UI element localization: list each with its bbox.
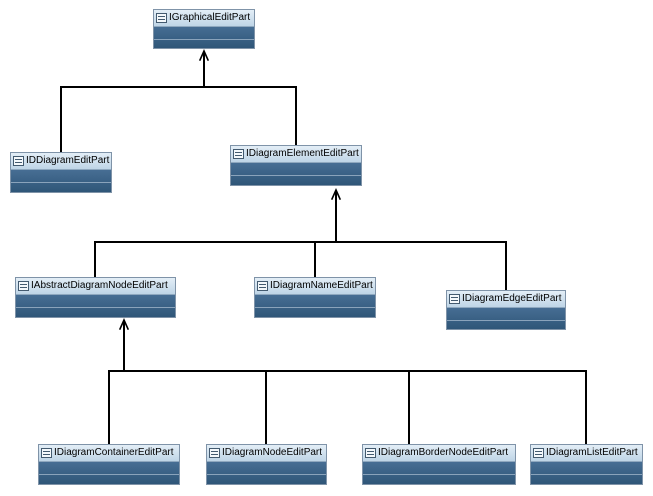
class-node-idiagramedgeeditpart[interactable]: IDiagramEdgeEditPart <box>446 290 566 330</box>
interface-icon <box>41 448 52 458</box>
class-node-igraphicaleditpart[interactable]: IGraphicalEditPart <box>153 9 255 49</box>
arrowhead-graphical <box>198 49 210 62</box>
compartment-divider <box>11 182 111 183</box>
class-node-idiagramelementeditpart[interactable]: IDiagramElementEditPart <box>230 145 362 186</box>
compartment-divider <box>363 474 515 475</box>
class-name-label: IGraphicalEditPart <box>169 12 251 23</box>
class-node-idiagrambordernodeeditpart[interactable]: IDiagramBorderNodeEditPart <box>362 444 516 485</box>
class-node-idiagramcontainereditpart[interactable]: IDiagramContainerEditPart <box>38 444 180 485</box>
class-name-label: IDiagramBorderNodeEditPart <box>378 447 509 458</box>
interface-icon <box>533 448 544 458</box>
arrowhead-element <box>330 188 342 201</box>
interface-icon <box>365 448 376 458</box>
class-name-label: IDiagramListEditPart <box>546 447 638 458</box>
compartment-divider <box>447 320 565 321</box>
interface-icon <box>209 448 220 458</box>
interface-icon <box>449 294 460 304</box>
interface-icon <box>257 281 268 291</box>
compartment-divider <box>255 307 375 308</box>
class-name-label: IDiagramElementEditPart <box>246 148 359 159</box>
class-node-iabstractdiagramnodeeditpart[interactable]: IAbstractDiagramNodeEditPart <box>15 277 176 318</box>
class-node-idiagramnodeeditpart[interactable]: IDiagramNodeEditPart <box>206 444 327 485</box>
class-name-label: IAbstractDiagramNodeEditPart <box>31 280 168 291</box>
class-node-iddiagrameditpart[interactable]: IDDiagramEditPart <box>10 152 112 193</box>
interface-icon <box>18 281 29 291</box>
compartment-divider <box>154 39 254 40</box>
compartment-divider <box>231 175 361 176</box>
compartment-divider <box>16 307 175 308</box>
class-name-label: IDDiagramEditPart <box>26 155 110 166</box>
interface-icon <box>233 149 244 159</box>
interface-icon <box>156 13 167 23</box>
class-name-label: IDiagramEdgeEditPart <box>462 293 562 304</box>
compartment-divider <box>531 474 642 475</box>
interface-icon <box>13 156 24 166</box>
arrowhead-abstractnode <box>118 318 130 331</box>
class-name-label: IDiagramContainerEditPart <box>54 447 174 458</box>
compartment-divider <box>207 474 326 475</box>
class-name-label: IDiagramNameEditPart <box>270 280 373 291</box>
class-node-idiagramlisteditpart[interactable]: IDiagramListEditPart <box>530 444 643 485</box>
compartment-divider <box>39 474 179 475</box>
class-node-idiagramnameeditpart[interactable]: IDiagramNameEditPart <box>254 277 376 318</box>
class-name-label: IDiagramNodeEditPart <box>222 447 323 458</box>
